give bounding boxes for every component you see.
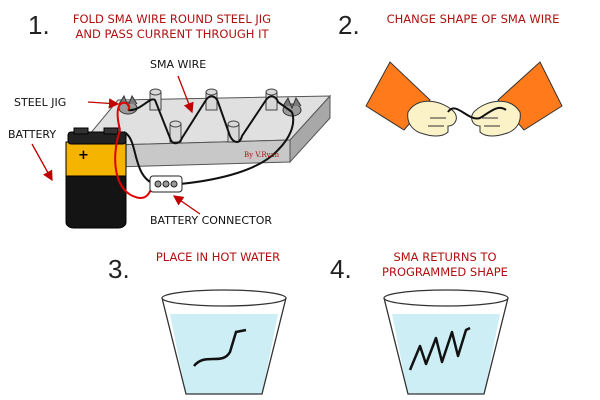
sma-wire-curve — [447, 106, 507, 120]
label-battery-connector: BATTERY CONNECTOR — [150, 214, 273, 227]
step-2-number: 2. — [338, 10, 360, 40]
cup-programmed-shape — [383, 289, 509, 395]
label-arrows — [31, 75, 201, 215]
sma-wire-zigzag — [127, 95, 293, 145]
step-4-caption: SMA RETURNS TO PROGRAMMED SHAPE — [370, 250, 520, 280]
left-glove — [365, 61, 457, 137]
step-3-caption-line-1: PLACE IN HOT WATER — [155, 250, 281, 264]
step-1-caption-line-1: FOLD SMA WIRE ROUND STEEL JIG — [72, 12, 272, 26]
battery-plus-sign: + — [78, 148, 89, 163]
step-4-number: 4. — [330, 254, 352, 284]
step-4-caption-line-2: PROGRAMMED SHAPE — [382, 265, 508, 279]
author-credit: By V.Ryan — [244, 151, 280, 159]
step-3-caption: PLACE IN HOT WATER — [148, 250, 288, 265]
step-2-caption: CHANGE SHAPE OF SMA WIRE — [378, 12, 568, 27]
battery — [65, 127, 127, 229]
step-1-caption: FOLD SMA WIRE ROUND STEEL JIG AND PASS C… — [62, 12, 282, 42]
step-2-caption-line-1: CHANGE SHAPE OF SMA WIRE — [386, 12, 560, 26]
step-3-number: 3. — [108, 254, 130, 284]
label-steel-jig: STEEL JIG — [14, 96, 67, 109]
battery-connector — [149, 175, 183, 193]
step-4-caption-line-1: SMA RETURNS TO — [393, 250, 497, 264]
cup-hot-water — [161, 289, 287, 395]
label-sma-wire: SMA WIRE — [150, 58, 207, 71]
step-1-number: 1. — [28, 10, 50, 40]
label-battery: BATTERY — [8, 128, 57, 141]
right-glove — [471, 61, 563, 137]
step-1-caption-line-2: AND PASS CURRENT THROUGH IT — [75, 27, 269, 41]
